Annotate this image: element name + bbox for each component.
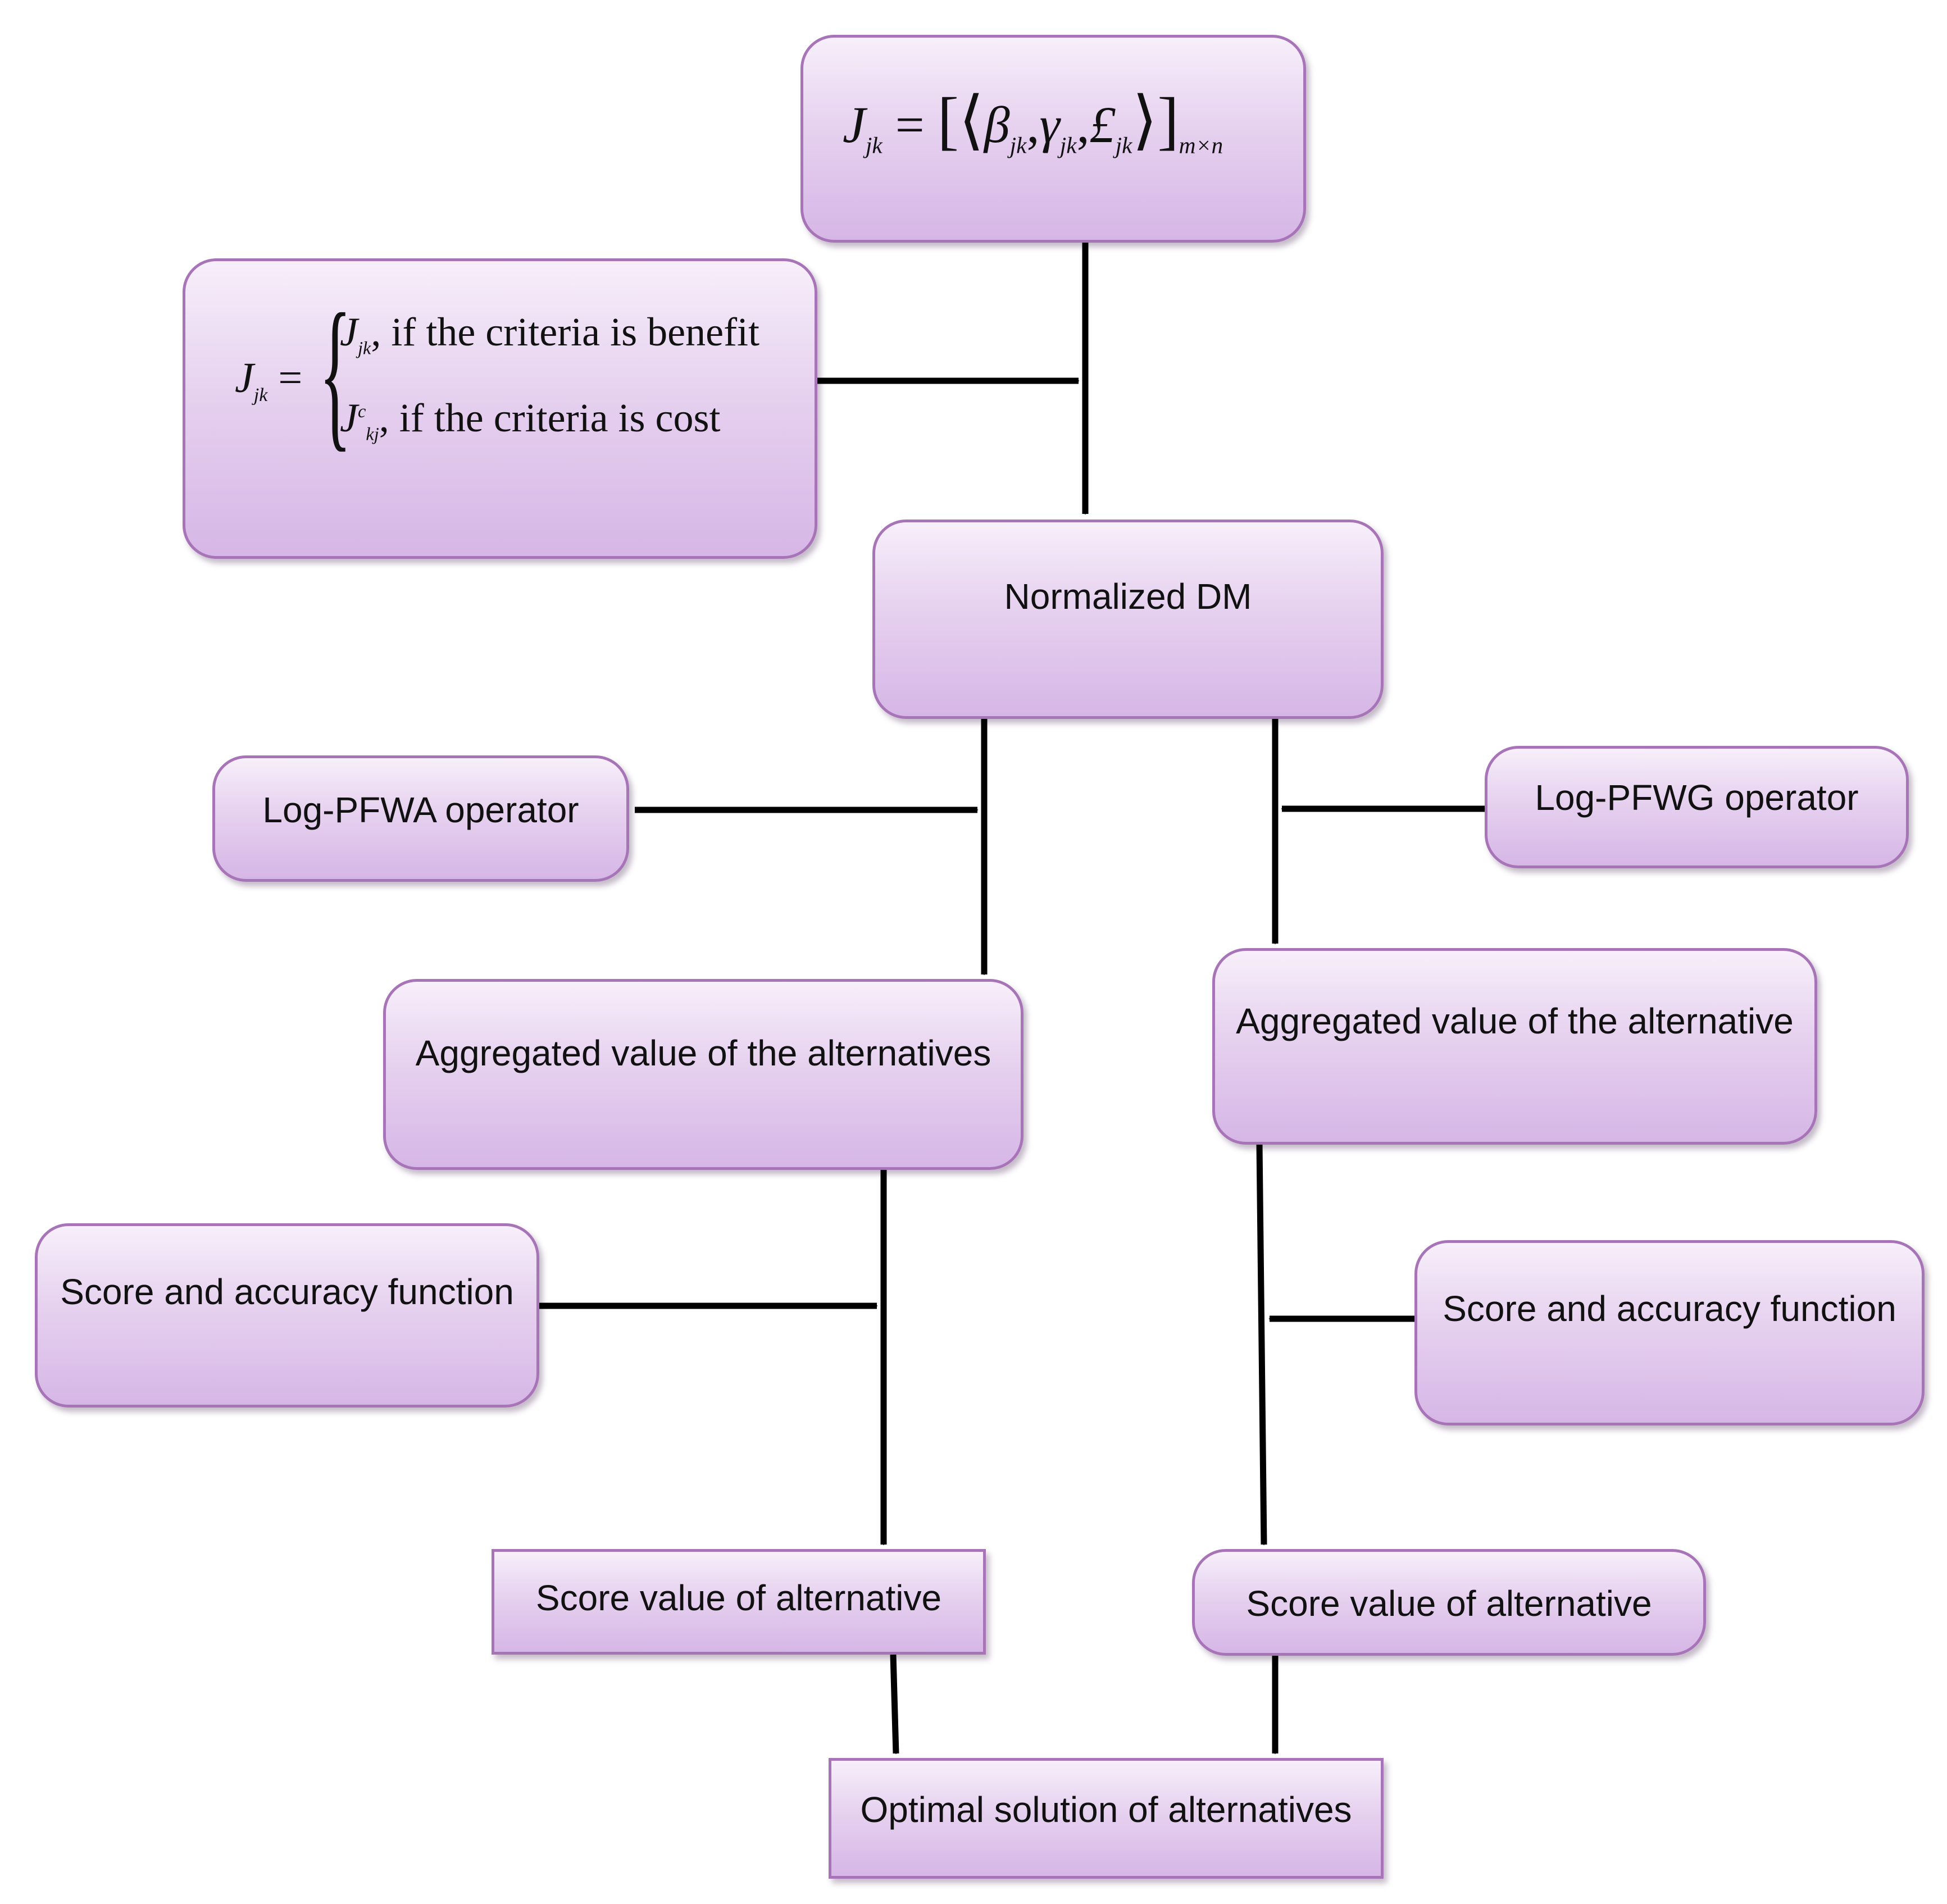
benefit-case-subscript: jk — [357, 338, 371, 359]
normalized-dm-box: Normalized DM — [872, 520, 1384, 719]
aggregated-right-box: Aggregated value of the alternative — [1212, 948, 1817, 1145]
matrix-size-subscript: m×n — [1179, 132, 1223, 158]
score-value-left-label: Score value of alternative — [535, 1578, 942, 1618]
normalized-dm-label: Normalized DM — [1004, 576, 1252, 617]
normalization-case-cost: Jckj, if the criteria is cost — [340, 395, 721, 445]
arrow-score-left-to-optimal — [890, 1654, 899, 1755]
normalization-lhs-symbol: J — [235, 354, 254, 402]
normalization-brace: { — [319, 279, 352, 466]
decision-matrix-formula: Jjk = [⟨βjk,γjk,£jk⟩]m×n — [843, 85, 1223, 158]
score-value-left-box: Score value of alternative — [492, 1549, 986, 1655]
aggregated-right-label: Aggregated value of the alternative — [1236, 1001, 1794, 1041]
benefit-case-text: , if the criteria is benefit — [371, 309, 760, 354]
normalization-equals-sign: = — [278, 354, 303, 402]
score-accuracy-right-box: Score and accuracy function — [1414, 1240, 1925, 1425]
matrix-beta-subscript: jk — [1009, 132, 1027, 158]
cost-case-text: , if the criteria is cost — [379, 395, 721, 440]
log-pfwa-box: Log-PFWA operator — [212, 755, 629, 882]
matrix-lhs-symbol: J — [843, 96, 866, 153]
score-value-right-label: Score value of alternative — [1246, 1583, 1652, 1624]
optimal-solution-box: Optimal solution of alternatives — [829, 1758, 1384, 1879]
matrix-pound-symbol: £ — [1089, 96, 1116, 153]
cost-case-superscript: c — [357, 402, 366, 422]
log-pfwg-box: Log-PFWG operator — [1485, 746, 1909, 868]
normalization-case-benefit: Jjk, if the criteria is benefit — [340, 309, 759, 359]
aggregated-left-label: Aggregated value of the alternatives — [415, 1033, 991, 1073]
optimal-solution-label: Optimal solution of alternatives — [860, 1789, 1352, 1830]
matrix-pound-subscript: jk — [1115, 132, 1132, 158]
score-accuracy-right-label: Score and accuracy function — [1443, 1288, 1896, 1329]
matrix-equals-sign: = — [895, 96, 925, 153]
log-pfwg-label: Log-PFWG operator — [1535, 777, 1859, 818]
benefit-case-symbol: J — [340, 309, 358, 354]
matrix-beta-symbol: β — [984, 96, 1010, 153]
decision-matrix-box: Jjk = [⟨βjk,γjk,£jk⟩]m×n — [800, 35, 1306, 243]
matrix-lhs-subscript: jk — [865, 132, 882, 158]
cost-case-symbol: J — [340, 395, 358, 440]
log-pfwa-label: Log-PFWA operator — [262, 790, 579, 830]
cost-case-subscript: kj — [366, 424, 379, 445]
normalization-lhs: Jjk = — [235, 354, 302, 406]
arrow-aggregated-right-to-score — [1256, 1144, 1267, 1546]
normalization-box: Jjk = { Jjk, if the criteria is benefit … — [183, 258, 817, 559]
normalization-lhs-subscript: jk — [253, 385, 268, 406]
score-value-right-box: Score value of alternative — [1192, 1549, 1706, 1656]
score-accuracy-left-label: Score and accuracy function — [60, 1272, 514, 1312]
score-accuracy-left-box: Score and accuracy function — [35, 1223, 539, 1407]
matrix-gamma-symbol: γ — [1039, 96, 1060, 153]
aggregated-left-box: Aggregated value of the alternatives — [383, 979, 1023, 1170]
matrix-gamma-subscript: jk — [1059, 132, 1077, 158]
